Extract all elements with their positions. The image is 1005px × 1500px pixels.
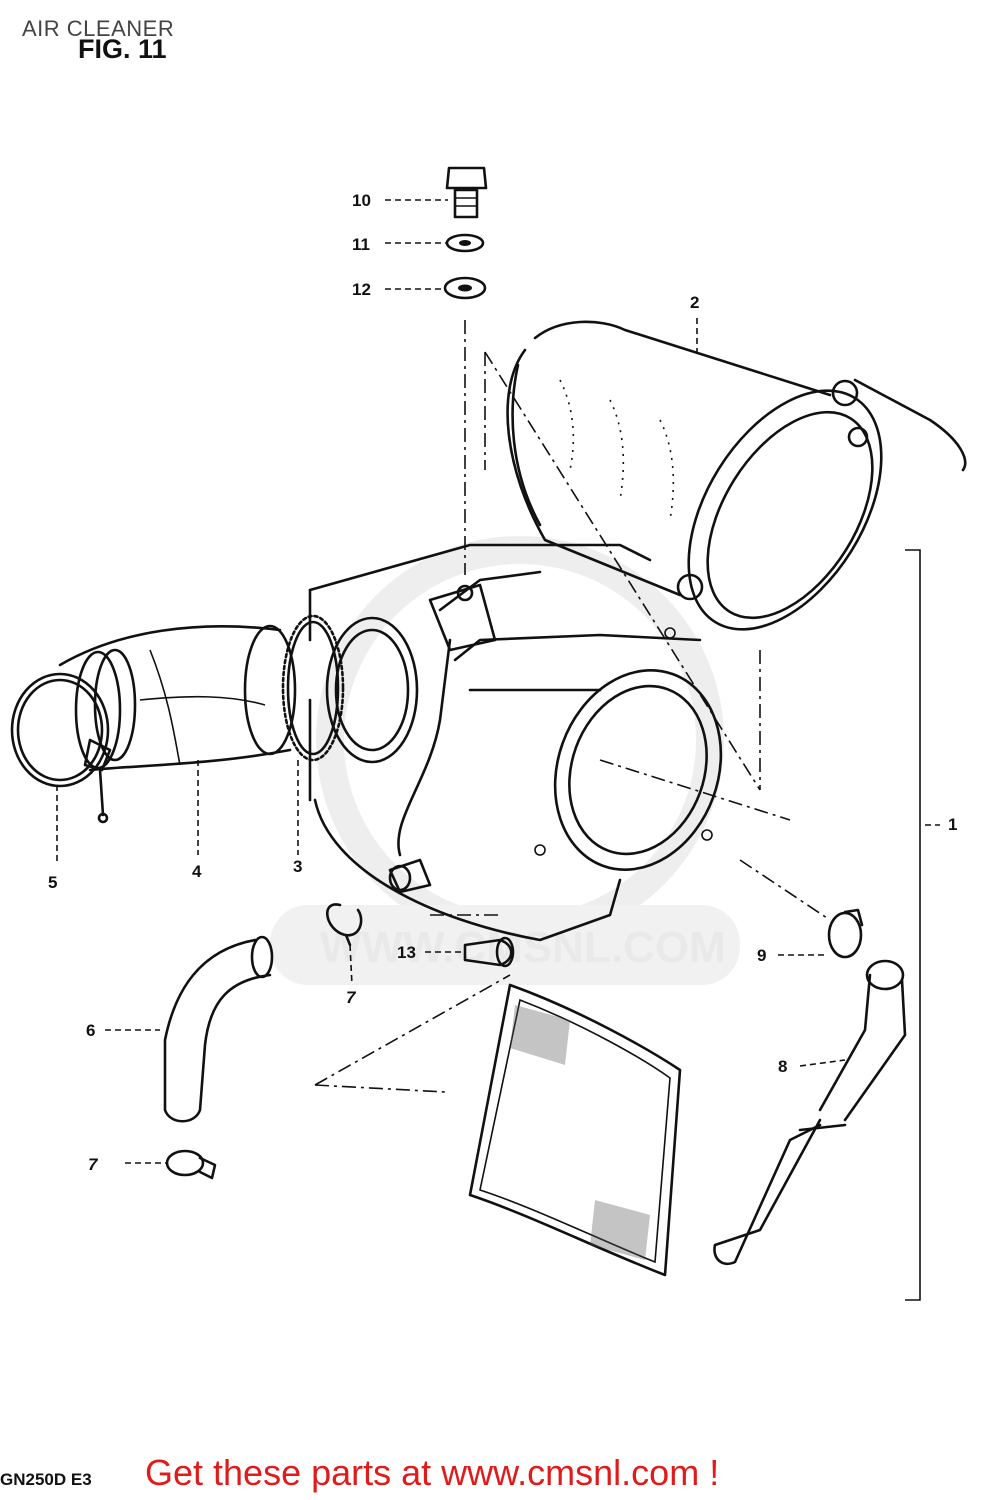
footer-link[interactable]: Get these parts at www.cmsnl.com ! bbox=[145, 1452, 720, 1493]
clip-part-7-lower[interactable] bbox=[165, 1149, 217, 1180]
callout-11: 11 bbox=[352, 235, 370, 254]
watermark: WWW.CMSNL.COM bbox=[270, 536, 740, 985]
page-title: AIR CLEANER bbox=[22, 16, 175, 41]
model-code: GN250D E3 bbox=[0, 1470, 92, 1489]
callout-12: 12 bbox=[352, 280, 371, 299]
callout-4: 4 bbox=[192, 862, 202, 881]
o-ring-part-3[interactable] bbox=[281, 614, 345, 762]
filter-element[interactable] bbox=[468, 983, 682, 1277]
callout-5: 5 bbox=[48, 873, 57, 892]
watermark-text: WWW.CMSNL.COM bbox=[320, 923, 726, 972]
callout-1: 1 bbox=[948, 815, 957, 834]
callout-2: 2 bbox=[690, 293, 699, 312]
callout-7-lower: 7 bbox=[88, 1155, 99, 1174]
hose-clamp-part-9[interactable] bbox=[827, 908, 864, 959]
hose-clamp-part-5[interactable] bbox=[10, 672, 112, 824]
callout-3: 3 bbox=[293, 857, 302, 876]
callout-9: 9 bbox=[757, 946, 766, 965]
bolt-part-10[interactable] bbox=[445, 166, 488, 219]
screw-part-13[interactable] bbox=[463, 936, 515, 968]
clip-part-7-upper[interactable] bbox=[325, 903, 363, 947]
callout-7-upper: 7 bbox=[346, 988, 357, 1007]
callout-10: 10 bbox=[352, 191, 371, 210]
drain-hose-part-6[interactable] bbox=[163, 935, 274, 1123]
figure-label: FIG. 11 bbox=[78, 34, 167, 64]
air-cleaner-cap-part-2[interactable] bbox=[506, 320, 967, 663]
callout-6: 6 bbox=[86, 1021, 95, 1040]
breather-tube-part-8[interactable] bbox=[713, 959, 907, 1266]
callout-13: 13 bbox=[397, 943, 416, 962]
callout-8: 8 bbox=[778, 1057, 787, 1076]
spring-washer-part-11[interactable] bbox=[445, 233, 485, 253]
washer-part-12[interactable] bbox=[443, 276, 487, 300]
air-cleaner-box-part-1[interactable] bbox=[308, 543, 748, 942]
bracket-part-1 bbox=[905, 549, 921, 1301]
intake-tube-part-4[interactable] bbox=[58, 624, 297, 772]
